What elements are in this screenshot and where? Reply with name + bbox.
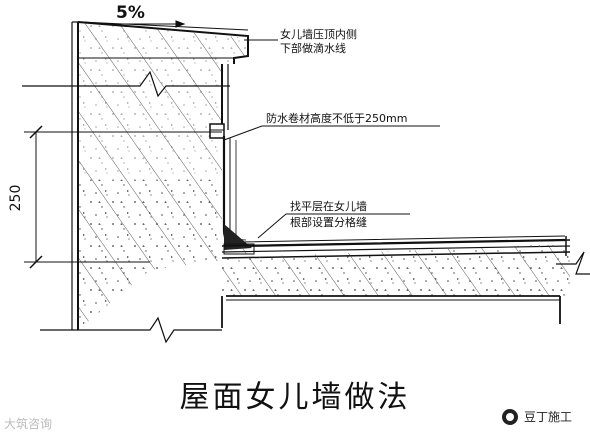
dimension-label: 250: [8, 185, 24, 212]
break-line-upper: [22, 70, 230, 98]
watermark-right: 豆丁施工: [501, 408, 572, 425]
callout-coping-line1: 女儿墙压顶内侧: [280, 27, 357, 41]
callout-coping-line2: 下部做滴水线: [280, 41, 346, 55]
reglet-block: [209, 123, 225, 139]
slope-arrow: [96, 20, 186, 28]
callout-membrane-height: 防水卷材高度不低于250mm: [266, 111, 407, 125]
parapet-outline: [71, 21, 249, 330]
slope-label: 5%: [116, 3, 145, 23]
structural-slab: [221, 251, 590, 328]
dimension-250: [24, 125, 222, 269]
watermark-left: 大筑咨询: [4, 417, 53, 431]
diagram-caption: 屋面女儿墙做法: [179, 380, 411, 415]
waterproof-membrane: [222, 136, 566, 248]
leader-lines: [223, 39, 440, 239]
corner-fillet: [223, 224, 255, 255]
wechat-logo-icon: [501, 408, 518, 425]
watermark-right-text: 豆丁施工: [523, 410, 572, 424]
callout-joint-line1: 找平层在女儿墙: [290, 199, 367, 213]
callout-joint-line2: 根部设置分格缝: [290, 215, 367, 229]
break-line-lower: [40, 316, 222, 344]
